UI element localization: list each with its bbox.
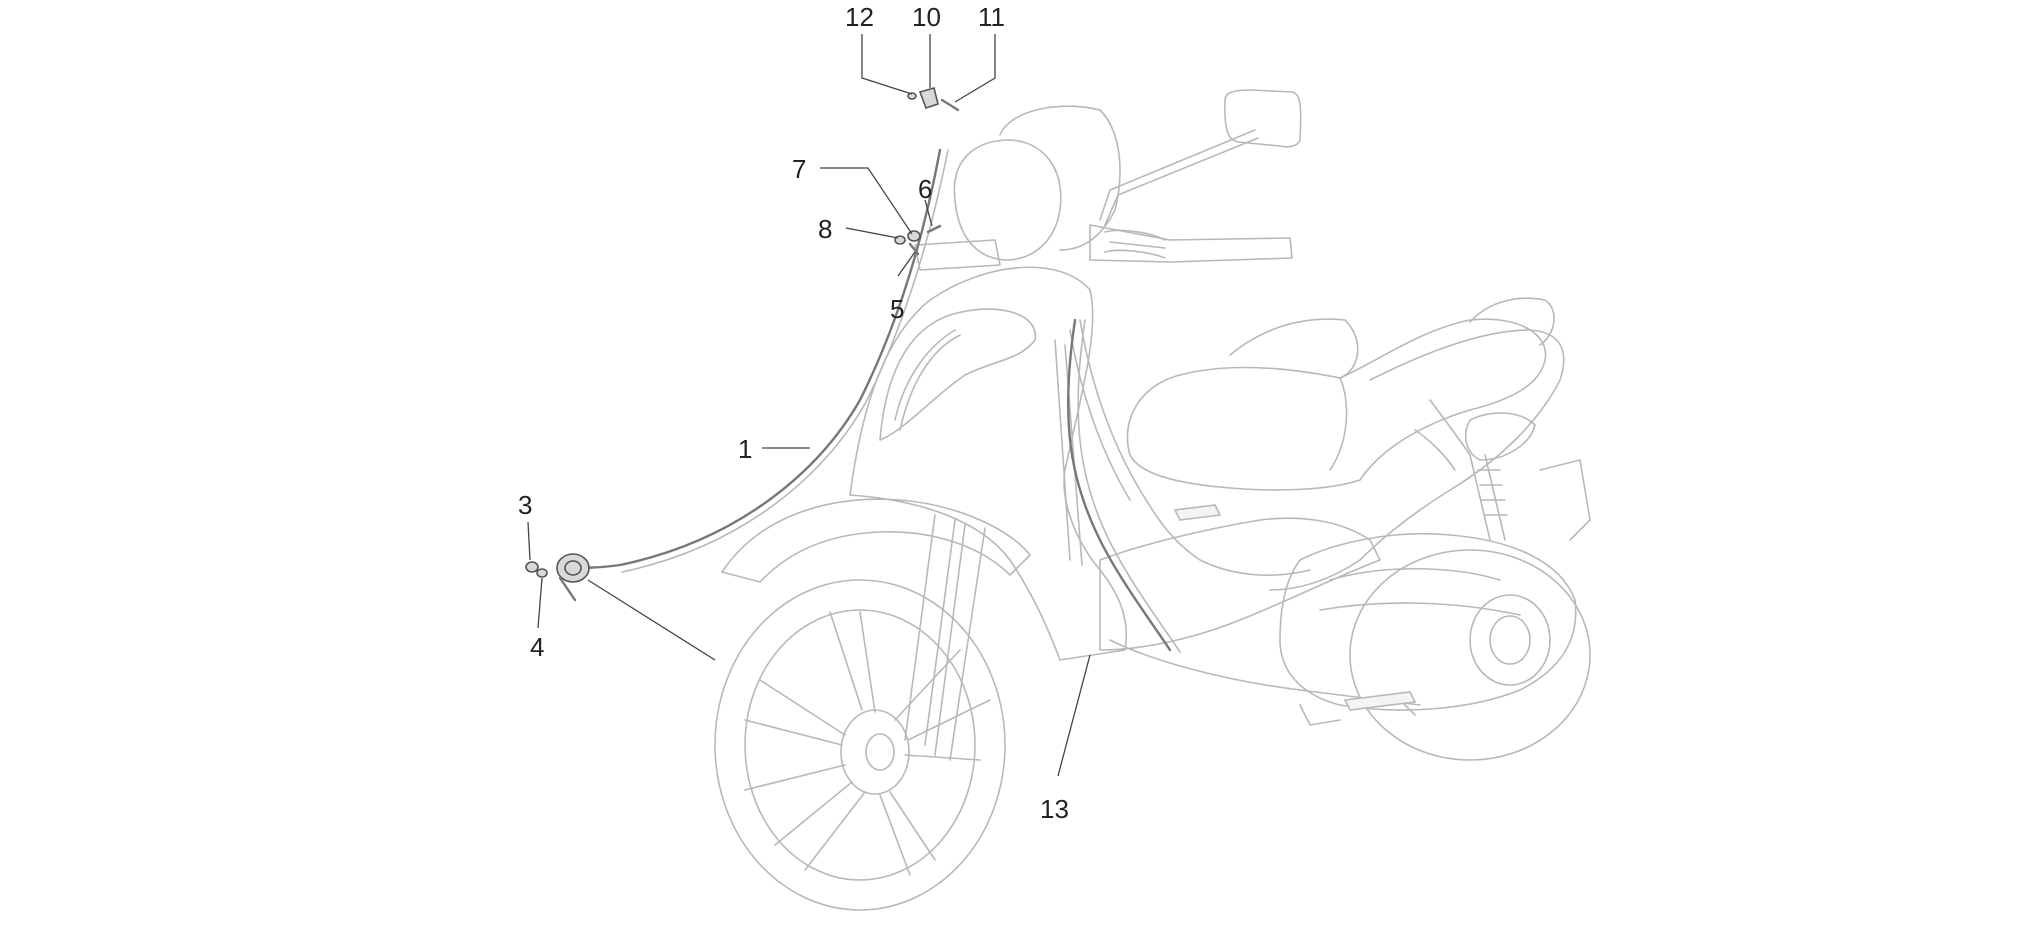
callout-7: 7: [792, 154, 806, 184]
leader-lines: [527, 34, 1091, 777]
nut-12: [907, 92, 917, 100]
leader-drive: [587, 579, 716, 661]
leader-11: [954, 34, 996, 103]
front-fender: [721, 498, 1031, 583]
handlebar-grip-right: [1089, 224, 1293, 263]
rear-shock: [1469, 454, 1508, 541]
engine-case: [1279, 532, 1577, 711]
callout-3: 3: [518, 490, 532, 520]
front-fork: [904, 514, 986, 761]
callout-1: 1: [738, 434, 752, 464]
leader-12: [861, 34, 913, 95]
callout-labels: 12 10 11 7 6 8 5 1 3 4 13: [518, 2, 1069, 824]
taillight: [1464, 412, 1536, 461]
screw-5: [908, 242, 920, 256]
front-wheel: [714, 579, 1006, 911]
front-vent: [879, 308, 1037, 441]
leg-shield: [849, 266, 1128, 661]
callout-13: 13: [1040, 794, 1069, 824]
callout-5: 5: [890, 294, 904, 324]
floorboard: [1099, 517, 1381, 651]
seat: [1126, 318, 1547, 491]
screw-3: [525, 561, 539, 573]
headlight: [953, 139, 1062, 261]
washer-4: [536, 568, 548, 578]
bracket-10: [918, 87, 939, 110]
leader-5: [897, 251, 916, 277]
screw-11: [940, 98, 960, 112]
clamp-7: [907, 230, 921, 242]
callout-10: 10: [912, 2, 941, 32]
cable-13: [1066, 318, 1172, 652]
leader-13: [1057, 654, 1091, 777]
scooter-outline: [714, 89, 1591, 911]
rear-wheel-hub: [1469, 594, 1551, 686]
callout-11: 11: [978, 2, 1005, 32]
mirror-head: [1224, 89, 1302, 148]
leader-4: [537, 577, 543, 629]
mirror: [1099, 129, 1259, 226]
callout-4: 4: [530, 632, 544, 662]
speedometer-cable-assembly: [525, 87, 1181, 653]
center-tunnel: [1079, 319, 1311, 576]
screw-6: [926, 224, 942, 234]
rear-body: [1269, 329, 1565, 591]
callout-8: 8: [818, 214, 832, 244]
lower-frame: [1109, 639, 1421, 706]
callout-12: 12: [845, 2, 874, 32]
leader-3: [527, 521, 531, 561]
footrest: [1343, 691, 1417, 711]
rear-mudguard: [1539, 459, 1591, 541]
handlebar-grip-left: [914, 239, 1001, 271]
speedometer-cable: [563, 148, 942, 570]
windscreen: [999, 105, 1121, 251]
leader-6: [924, 199, 933, 227]
leader-7: [820, 167, 913, 235]
callout-6: 6: [918, 174, 932, 204]
rear-wheel: [1349, 549, 1591, 761]
grab-rail: [1469, 297, 1555, 346]
leader-8: [845, 227, 899, 239]
speedometer-drive-housing: [556, 553, 590, 602]
